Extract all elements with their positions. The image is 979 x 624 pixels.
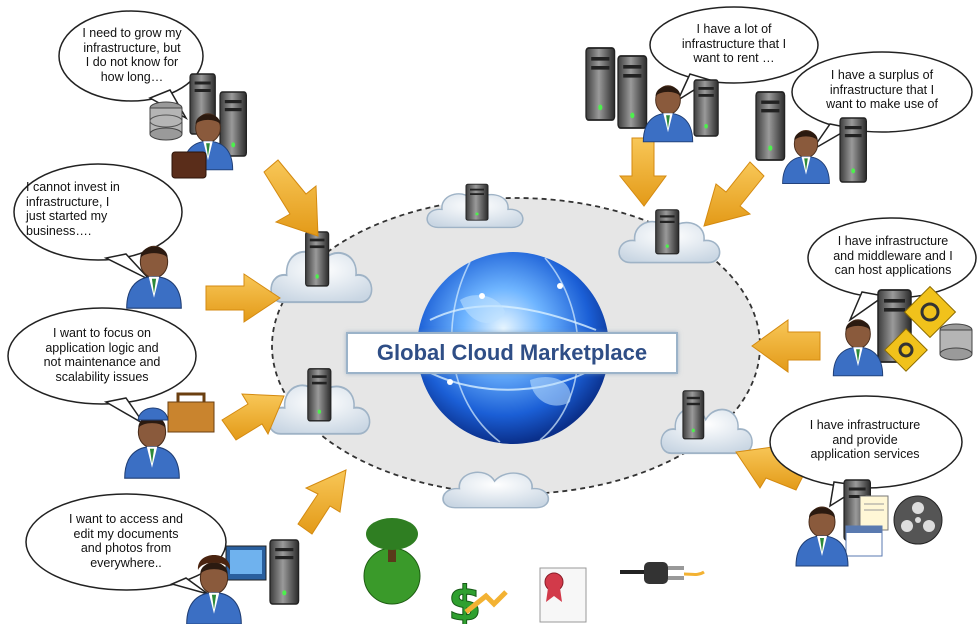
tree-globe-icon	[363, 518, 421, 605]
person-icon	[832, 319, 884, 377]
marketplace-title-box: Global Cloud Marketplace	[346, 332, 678, 374]
bubble-text-access: I want to access and edit my documents a…	[69, 512, 183, 570]
server-icon	[839, 117, 868, 183]
speech-bubble	[791, 51, 973, 151]
arrow-icon	[221, 393, 285, 441]
arrow-icon	[263, 159, 319, 237]
speech-bubble	[25, 493, 227, 595]
arrow-icon	[297, 469, 347, 535]
trend-arrow-icon	[464, 590, 508, 614]
bubble-text-host: I have infrastructure and middleware and…	[833, 234, 953, 277]
document-icon	[859, 495, 889, 531]
server-icon	[693, 79, 719, 137]
arrow-icon	[703, 161, 765, 227]
bubble-text-services: I have infrastructure and provide applic…	[809, 418, 921, 461]
dollar-icon: $	[448, 576, 481, 624]
arrow-icon	[618, 137, 667, 207]
toolbox-icon	[167, 392, 215, 433]
bubble-text-surplus: I have a surplus of infrastructure that …	[826, 68, 938, 111]
cap-icon	[137, 407, 169, 421]
briefcase-icon	[171, 151, 207, 179]
bubble-text-grow: I need to grow my infrastructure, but I …	[82, 26, 182, 84]
film-reel-icon	[893, 495, 943, 545]
bubble-text-invest: I cannot invest in infrastructure, I jus…	[26, 180, 120, 238]
bubble-text-rent: I have a lot of infrastructure that I wa…	[681, 22, 787, 65]
speech-bubble	[7, 307, 197, 425]
cloud-icon	[426, 183, 524, 229]
person-icon	[795, 506, 849, 567]
server-icon	[585, 47, 616, 121]
speech-bubble	[13, 163, 183, 281]
calendar-icon	[845, 525, 883, 557]
monitor-icon	[225, 545, 267, 581]
certificate-icon	[539, 567, 587, 623]
gear-icon	[884, 328, 928, 372]
gear-icon	[903, 285, 957, 339]
hair-icon	[197, 555, 231, 570]
plug-icon	[620, 562, 705, 584]
arrow-icon	[751, 319, 821, 373]
bubble-text-focus: I want to focus on application logic and…	[43, 326, 161, 384]
database-icon	[149, 101, 183, 141]
server-icon	[269, 539, 300, 605]
server-icon	[755, 91, 786, 161]
arrow-icon	[205, 273, 281, 323]
server-icon	[617, 55, 648, 129]
arrows	[205, 137, 821, 535]
page-title: Global Cloud Marketplace	[376, 340, 648, 365]
database-icon	[939, 323, 973, 361]
